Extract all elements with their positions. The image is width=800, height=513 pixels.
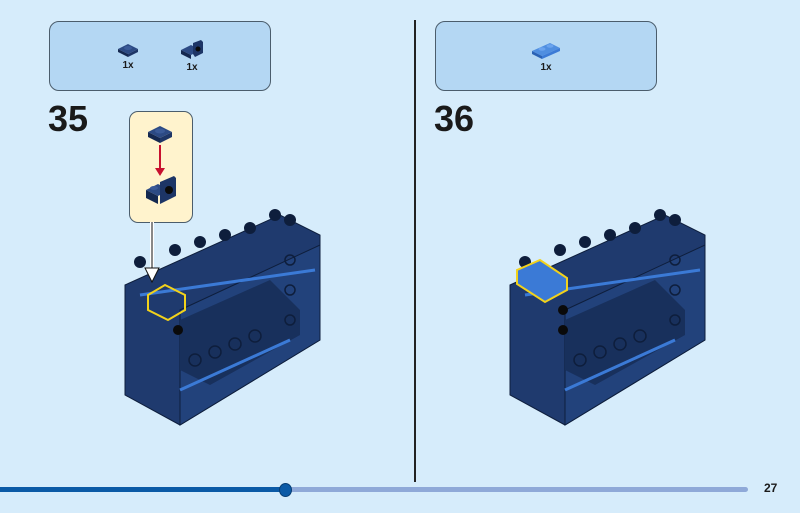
part-item: 1x: [526, 40, 566, 73]
plate-1x2-icon: [532, 43, 560, 59]
progress-fill: [0, 487, 285, 492]
part-quantity: 1x: [122, 60, 134, 71]
build-model-step-35: [124, 209, 321, 426]
part-quantity: 1x: [540, 62, 552, 73]
sub-assembly-illustration: [146, 126, 176, 204]
part-item: 1x: [108, 40, 148, 71]
progress-handle[interactable]: [279, 483, 293, 497]
page-number: 27: [764, 481, 778, 495]
placement-highlight: [516, 258, 568, 304]
arrow-down-icon: [144, 267, 160, 284]
parts-list-step-36: 1x: [435, 21, 657, 91]
build-model-step-36: [509, 209, 706, 426]
step-number: 36: [434, 98, 475, 139]
part-quantity: 1x: [186, 62, 198, 73]
placement-highlight: [147, 283, 186, 322]
step-number: 35: [48, 98, 89, 139]
progress-bar[interactable]: [0, 483, 748, 497]
bracket-icon: [181, 40, 203, 59]
step-divider: [414, 20, 416, 482]
parts-list-step-35: 1x 1x: [49, 21, 271, 91]
plate-1x1-icon: [118, 44, 138, 57]
sub-assembly-callout: [129, 111, 193, 223]
part-item: 1x: [172, 40, 212, 73]
